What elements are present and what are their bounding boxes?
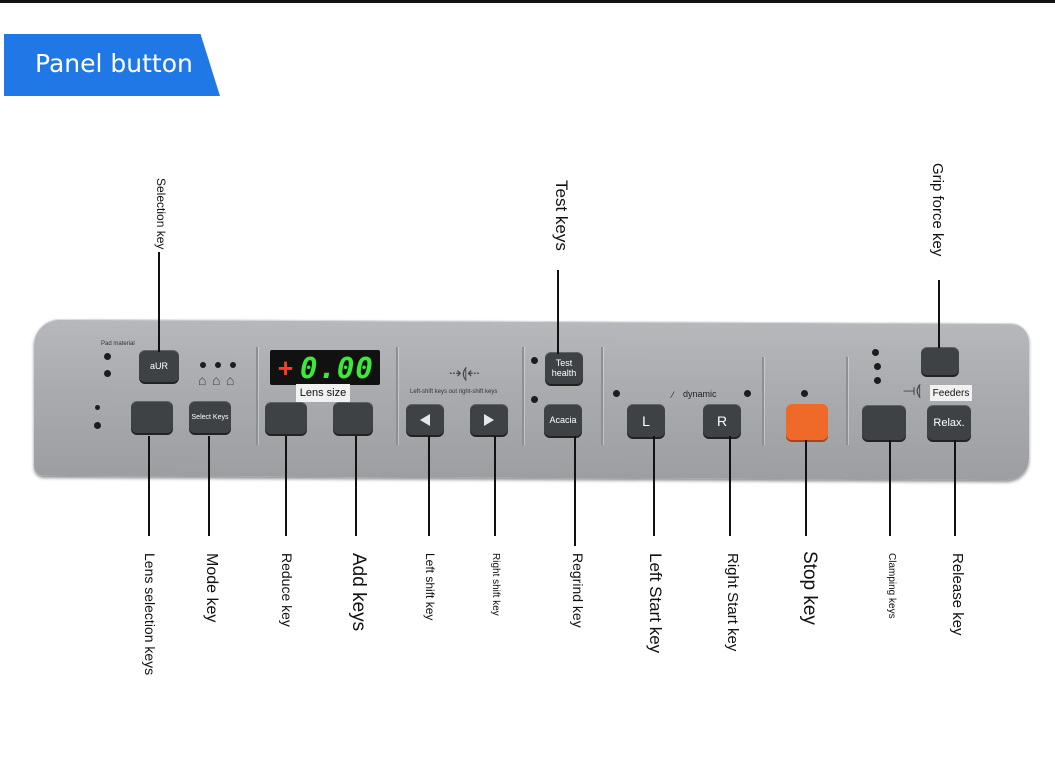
- indicator-light: [801, 390, 808, 397]
- pad-material-label: Pad material: [101, 341, 135, 347]
- callout-lens-selection-keys: Lens selection keys: [142, 553, 158, 676]
- mode-button[interactable]: Select Keys: [189, 401, 231, 433]
- callout-line: [428, 436, 430, 536]
- callout-test-keys: Test keys: [552, 180, 571, 251]
- indicator-light: [200, 362, 206, 368]
- lens-shift-icon: ⇢⟬⇠: [449, 365, 480, 382]
- callout-left-start-key: Left Start key: [646, 553, 665, 654]
- right-start-label: R: [716, 412, 728, 429]
- callout-line: [148, 436, 150, 536]
- callout-line: [954, 440, 956, 536]
- selection-button[interactable]: aUR: [139, 350, 179, 382]
- indicator-light: [95, 405, 100, 410]
- left-start-label: L: [642, 412, 650, 429]
- shift-caption: Left-shift keys out right-shift keys: [410, 389, 498, 395]
- lens-type-icon: ⌂: [212, 372, 221, 388]
- callout-mode-key: Mode key: [203, 553, 220, 623]
- reduce-button[interactable]: [265, 402, 307, 434]
- indicator-light: [104, 353, 111, 360]
- callout-grip-force-key: Grip force key: [929, 163, 946, 257]
- wheel-icon: ⁄: [672, 390, 674, 400]
- callout-line: [889, 440, 891, 536]
- indicator-light: [94, 422, 101, 429]
- indicator-light: [215, 362, 221, 368]
- callout-line: [805, 440, 807, 536]
- grip-force-button[interactable]: [921, 347, 959, 375]
- panel-divider: [846, 357, 848, 445]
- indicator-light: [230, 362, 236, 368]
- page-title: Panel button: [35, 49, 193, 78]
- indicator-light: [874, 363, 881, 370]
- callout-right-shift-key: Right shift key: [490, 553, 501, 616]
- lens-type-icon: ⌂: [226, 372, 235, 388]
- indicator-light: [531, 396, 538, 403]
- callout-clamping-keys: Clamping keys: [886, 553, 897, 619]
- add-button[interactable]: [333, 402, 373, 434]
- callout-line: [208, 436, 210, 536]
- mode-button-label: Select Keys: [191, 413, 229, 421]
- callout-add-keys: Add keys: [348, 553, 369, 632]
- indicator-light: [104, 370, 111, 377]
- regrind-button[interactable]: Acacia: [544, 404, 582, 436]
- left-arrow-icon: [420, 413, 430, 426]
- lens-selection-button[interactable]: [131, 401, 173, 433]
- callout-line: [355, 436, 357, 536]
- callout-regrind-key: Regrind key: [570, 553, 586, 628]
- test-button-label: Test health: [551, 358, 577, 378]
- callout-line: [285, 436, 287, 536]
- feeders-label: Feeders: [930, 385, 972, 401]
- indicator-light: [613, 390, 620, 397]
- top-border: [0, 0, 1055, 3]
- panel-divider: [522, 347, 524, 445]
- indicator-light: [872, 349, 879, 356]
- right-arrow-icon: [484, 413, 494, 426]
- callout-release-key: Release key: [949, 553, 966, 636]
- display-value: 0.00: [300, 351, 374, 385]
- release-button[interactable]: Relax.: [927, 405, 971, 440]
- callout-reduce-key: Reduce key: [279, 553, 295, 627]
- callout-line: [557, 270, 559, 354]
- callout-selection-key: Selection key: [154, 178, 168, 250]
- lens-type-icon: ⌂: [198, 372, 207, 388]
- left-shift-button[interactable]: [406, 404, 444, 435]
- regrind-button-label: Acacia: [549, 415, 577, 425]
- panel-divider: [762, 357, 764, 445]
- clamp-icon: ⟞⟬: [903, 382, 922, 399]
- release-button-label: Relax.: [933, 416, 965, 429]
- lens-size-display: + 0.00: [270, 350, 380, 385]
- indicator-light: [531, 357, 538, 364]
- callout-line: [653, 436, 655, 536]
- callout-stop-key: Stop key: [799, 551, 820, 625]
- indicator-light: [874, 377, 881, 384]
- display-sign: +: [278, 353, 294, 382]
- dynamic-label: dynamic: [683, 389, 717, 399]
- callout-left-shift-key: Left shift key: [423, 553, 437, 621]
- callout-line: [494, 436, 496, 536]
- panel-divider: [256, 347, 258, 445]
- clamping-button[interactable]: [862, 405, 906, 440]
- panel-divider: [601, 347, 603, 445]
- right-shift-button[interactable]: [470, 404, 508, 435]
- title-banner: Panel button: [4, 34, 220, 96]
- callout-right-start-key: Right Start key: [724, 553, 741, 652]
- callout-line: [158, 252, 160, 352]
- right-start-button[interactable]: R: [703, 404, 741, 437]
- lens-size-label: Lens size: [296, 384, 350, 402]
- callout-line: [729, 436, 731, 536]
- left-start-button[interactable]: L: [627, 404, 665, 437]
- panel-divider: [396, 347, 398, 445]
- selection-button-label: aUR: [149, 361, 168, 371]
- test-button[interactable]: Test health: [545, 352, 583, 384]
- callout-line: [574, 436, 576, 546]
- callout-line: [938, 280, 940, 348]
- indicator-light: [744, 390, 751, 397]
- stop-button[interactable]: [786, 404, 828, 440]
